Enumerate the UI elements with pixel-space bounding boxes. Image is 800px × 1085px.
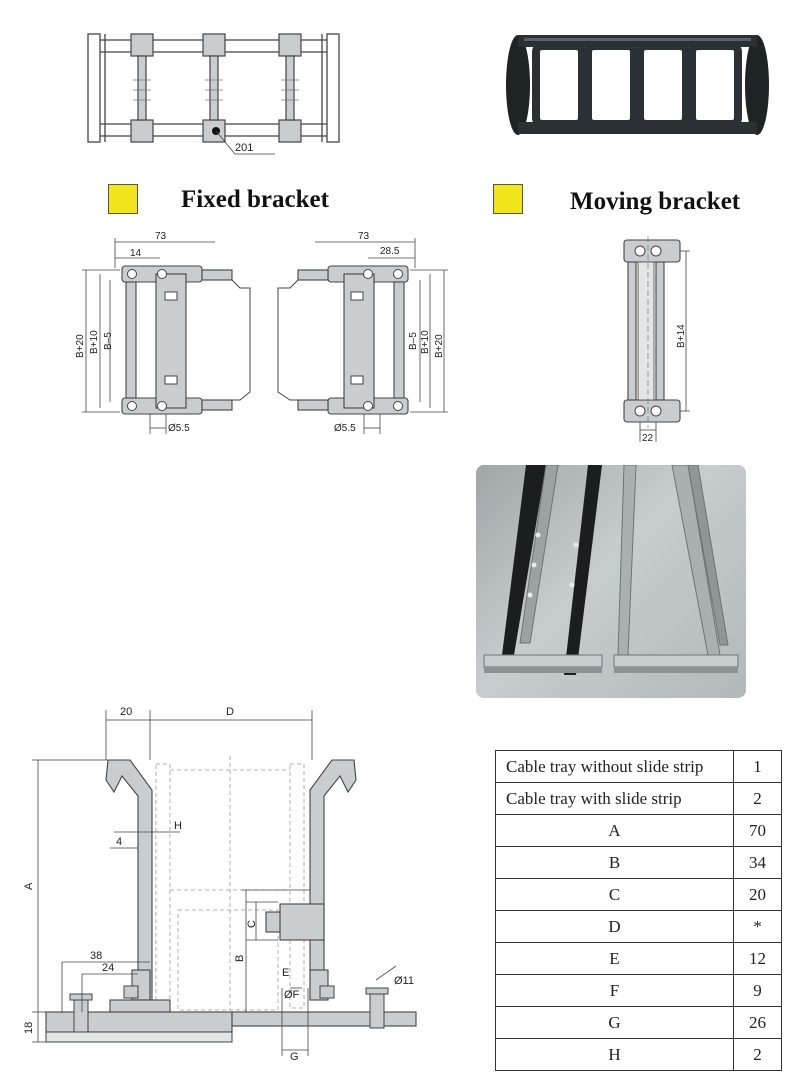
right-side-wall xyxy=(309,759,357,1001)
fixed-bracket-side-dims xyxy=(82,269,448,413)
moving-bracket-drawing: B+14 22 xyxy=(623,236,690,444)
table-cell-value: 70 xyxy=(733,814,782,847)
table-row: Cable tray with slide strip 2 xyxy=(495,782,782,815)
dim-width-right: 73 xyxy=(358,231,370,242)
table-cell-value: 20 xyxy=(733,878,782,911)
spec-table: Cable tray without slide strip 1 Cable t… xyxy=(495,750,782,1071)
table-cell-label: B xyxy=(495,846,734,879)
dim-e: E xyxy=(282,967,289,979)
table-cell-label: E xyxy=(495,942,734,975)
fixed-bracket-middle xyxy=(231,279,299,401)
table-cell-label: A xyxy=(495,814,734,847)
crossbar-3 xyxy=(278,33,302,143)
cable-tray-photo xyxy=(476,465,746,698)
table-cell-value: 34 xyxy=(733,846,782,879)
dim-b: B xyxy=(234,955,246,962)
chain-frame-photo xyxy=(500,30,775,140)
table-row: D * xyxy=(495,910,782,943)
fixed-bracket-top-dims xyxy=(114,238,416,268)
table-cell-value: 26 xyxy=(733,1006,782,1039)
table-row: G 26 xyxy=(495,1006,782,1039)
chain-link-drawing: 201 xyxy=(87,33,340,155)
table-row: A 70 xyxy=(495,814,782,847)
c-clamp xyxy=(265,903,325,941)
table-row: F 9 xyxy=(495,974,782,1007)
fixed-bracket-holes xyxy=(127,269,403,411)
dim-height-b5-left: B–5 xyxy=(103,332,114,350)
dim-height-b5-right: B–5 xyxy=(408,332,419,350)
dim-hole-right: Ø5.5 xyxy=(334,423,356,434)
table-cell-value: 12 xyxy=(733,942,782,975)
reference-label: 201 xyxy=(235,142,253,154)
cross-section-side-dims xyxy=(32,759,397,1056)
table-cell-label: H xyxy=(495,1038,734,1071)
table-cell-label: G xyxy=(495,1006,734,1039)
reference-leader xyxy=(215,130,275,155)
dim-d: D xyxy=(226,706,234,718)
table-cell-value: 9 xyxy=(733,974,782,1007)
table-cell-label: C xyxy=(495,878,734,911)
dim-width-left: 73 xyxy=(155,231,167,242)
frame-end-left xyxy=(506,35,530,135)
bolts xyxy=(69,985,389,1033)
dim-height-b10-left: B+10 xyxy=(89,330,100,354)
table-cell-label: Cable tray without slide strip xyxy=(495,750,734,783)
table-cell-value: 1 xyxy=(733,750,782,783)
dim-wall: 20 xyxy=(120,706,132,718)
fixed-bracket-slots xyxy=(164,291,364,385)
table-cell-label: F xyxy=(495,974,734,1007)
dim-11: Ø11 xyxy=(394,975,414,987)
table-row: B 34 xyxy=(495,846,782,879)
dim-c: C xyxy=(246,920,258,928)
fixed-bracket-drawing: 73 73 14 28.5 B+20 B+10 B–5 B–5 B+10 B+2… xyxy=(75,231,448,434)
dim-height-b10-right: B+10 xyxy=(420,330,431,354)
fixed-bracket-left xyxy=(121,265,233,415)
dim-height-b20-right: B+20 xyxy=(434,334,445,358)
cable-tray-photo-art xyxy=(483,465,739,675)
dim-4: 4 xyxy=(116,836,122,848)
dim-18: 18 xyxy=(23,1022,35,1034)
dim-h: H xyxy=(174,820,182,832)
table-cell-value: 2 xyxy=(733,1038,782,1071)
crossbar-2 xyxy=(202,33,226,143)
moving-bracket-heading: Moving bracket xyxy=(570,188,741,215)
table-row: H 2 xyxy=(495,1038,782,1071)
dim-moving-height: B+14 xyxy=(676,324,687,348)
table-row: Cable tray without slide strip 1 xyxy=(495,750,782,783)
dim-hole-offset-right: 28.5 xyxy=(380,246,400,257)
fixed-bracket-bottom-dims xyxy=(149,414,381,434)
crossbar-1 xyxy=(130,33,154,143)
left-side-wall xyxy=(105,759,153,1001)
frame-end-right xyxy=(745,35,769,135)
dim-hole-left: Ø5.5 xyxy=(168,423,190,434)
table-cell-label: D xyxy=(495,910,734,943)
base-plate-teeth xyxy=(45,1031,233,1043)
fixed-bracket-swatch xyxy=(108,184,138,214)
moving-bracket-swatch xyxy=(493,184,523,214)
dim-moving-width: 22 xyxy=(642,433,654,444)
cross-section-top-dims xyxy=(105,710,313,760)
dim-f: ØF xyxy=(284,989,300,1001)
dim-a: A xyxy=(23,882,35,890)
table-cell-value: 2 xyxy=(733,782,782,815)
base-plate xyxy=(45,999,417,1033)
cross-section-drawing: 20 D xyxy=(23,706,417,1060)
dim-24: 24 xyxy=(102,962,114,974)
frame-windows xyxy=(532,42,742,128)
dim-g: G xyxy=(290,1051,299,1060)
table-row: E 12 xyxy=(495,942,782,975)
dim-height-b20-left: B+20 xyxy=(75,334,86,358)
dim-hole-offset-left: 14 xyxy=(130,248,142,259)
table-cell-value: * xyxy=(733,910,782,943)
dim-38: 38 xyxy=(90,950,102,962)
crossbar-ticks xyxy=(133,79,299,101)
table-row: C 20 xyxy=(495,878,782,911)
fixed-bracket-right xyxy=(297,265,409,415)
fixed-bracket-heading: Fixed bracket xyxy=(181,186,329,213)
table-cell-label: Cable tray with slide strip xyxy=(495,782,734,815)
